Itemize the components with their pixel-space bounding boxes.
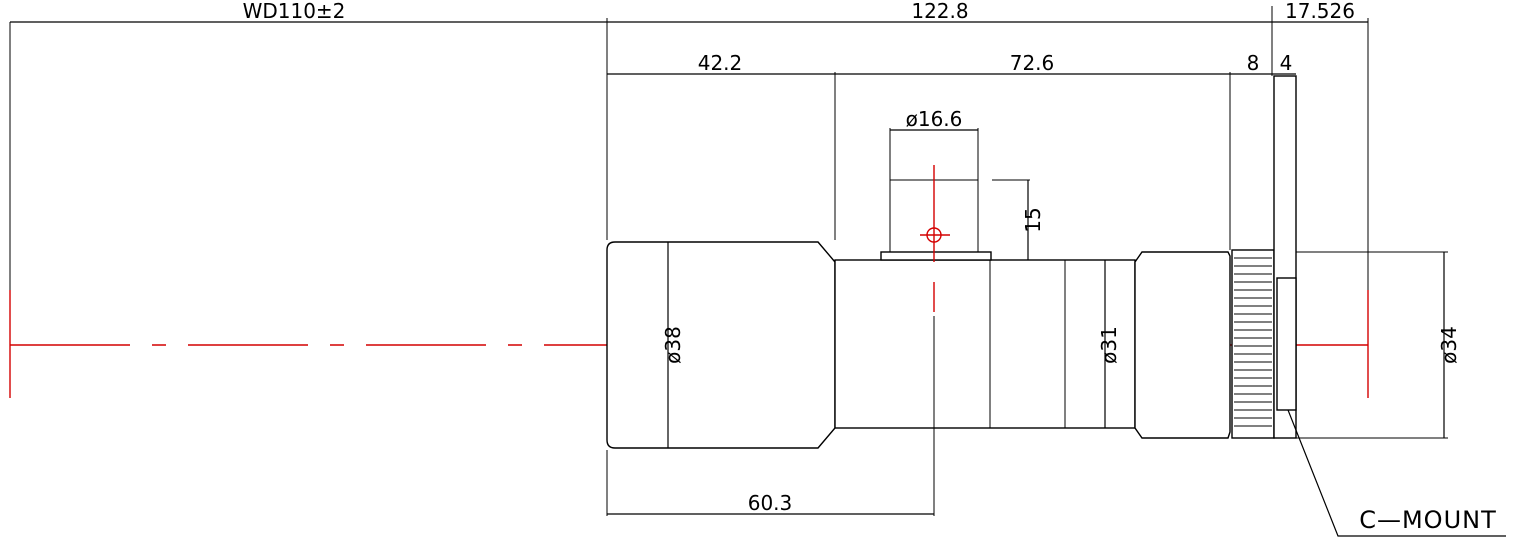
middle-section-label: 72.6: [1010, 51, 1055, 75]
port-center-marker: [920, 165, 950, 312]
wd-label: WD110±2: [243, 0, 346, 23]
front-diameter-label: ø38: [661, 326, 685, 364]
body-diameter-label: ø31: [1097, 326, 1121, 364]
front-section-label: 42.2: [698, 51, 743, 75]
dimension-lines: [10, 21, 1506, 537]
extension-lines: [9, 6, 1448, 516]
c-mount-label: C—MOUNT: [1359, 506, 1497, 534]
port-diameter-label: ø16.6: [906, 107, 963, 131]
port-position-label: 60.3: [748, 491, 793, 515]
dimension-labels: WD110±2 122.8 17.526 42.2 72.6 8 4 ø16.6…: [243, 0, 1497, 534]
mount-diameter-label: ø34: [1437, 326, 1461, 364]
lens-body: [606, 75, 1297, 449]
flange-width-label: 4: [1280, 51, 1293, 75]
total-length-label: 122.8: [911, 0, 968, 23]
knurl-width-label: 8: [1247, 51, 1260, 75]
mount-offset-label: 17.526: [1285, 0, 1355, 23]
port-height-label: 15: [1021, 207, 1045, 232]
